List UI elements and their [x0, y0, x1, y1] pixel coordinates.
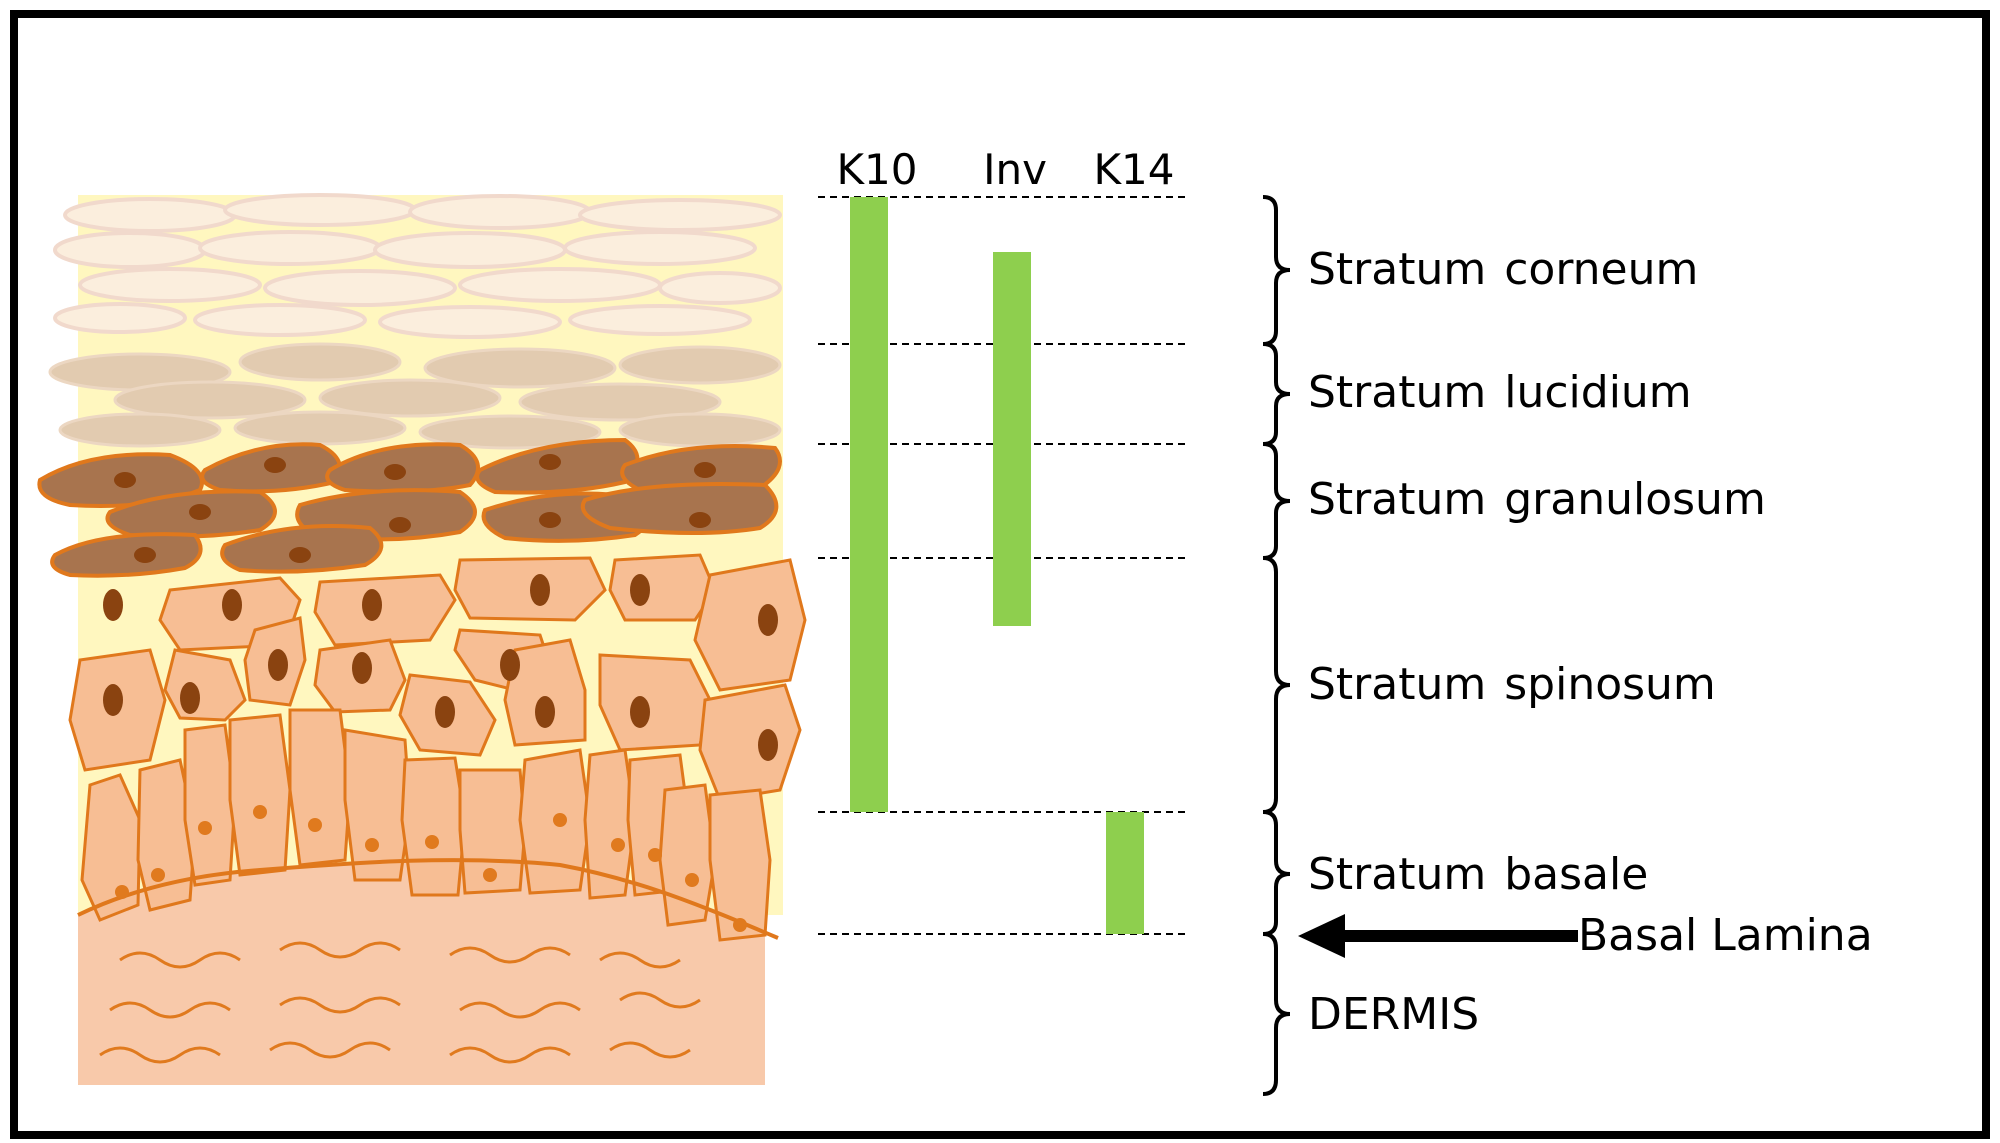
layer-label-dermis: DERMIS: [1308, 989, 1479, 1040]
basal-lamina-pointer: Basal Lamina: [1298, 910, 1873, 961]
k14-bar: [1106, 812, 1144, 934]
skin-illustration: [37, 193, 807, 1085]
basale-nuclei: [115, 805, 747, 932]
arrow-head: [1298, 914, 1345, 958]
layer-braces: [1262, 195, 1291, 1096]
k10-bar: [850, 197, 888, 812]
lucidum-cells: [48, 342, 782, 450]
basement-outline: [77, 858, 779, 940]
marker-labels: K10 Inv K14: [837, 145, 1175, 194]
inv-bar: [993, 252, 1031, 626]
brace-spinosum: [1262, 556, 1291, 814]
brace-lucidium: [1262, 342, 1291, 446]
corneum-cells: [53, 193, 782, 339]
dermis-fibers: [99, 941, 701, 1064]
k14-label: K14: [1094, 145, 1175, 194]
marker-bars: [850, 197, 1144, 934]
brace-dermis: [1262, 932, 1291, 1096]
brace-basale: [1262, 810, 1291, 936]
inv-label: Inv: [983, 145, 1047, 194]
k10-label: K10: [837, 145, 918, 194]
basal-lamina-label: Basal Lamina: [1578, 910, 1873, 961]
brace-corneum: [1262, 195, 1291, 346]
brace-granulosum: [1262, 442, 1291, 560]
granulosum-cells: [37, 437, 782, 578]
spinosum-nuclei: [103, 574, 778, 761]
granulosum-nuclei: [114, 454, 716, 563]
dermis-region: [78, 860, 765, 1085]
